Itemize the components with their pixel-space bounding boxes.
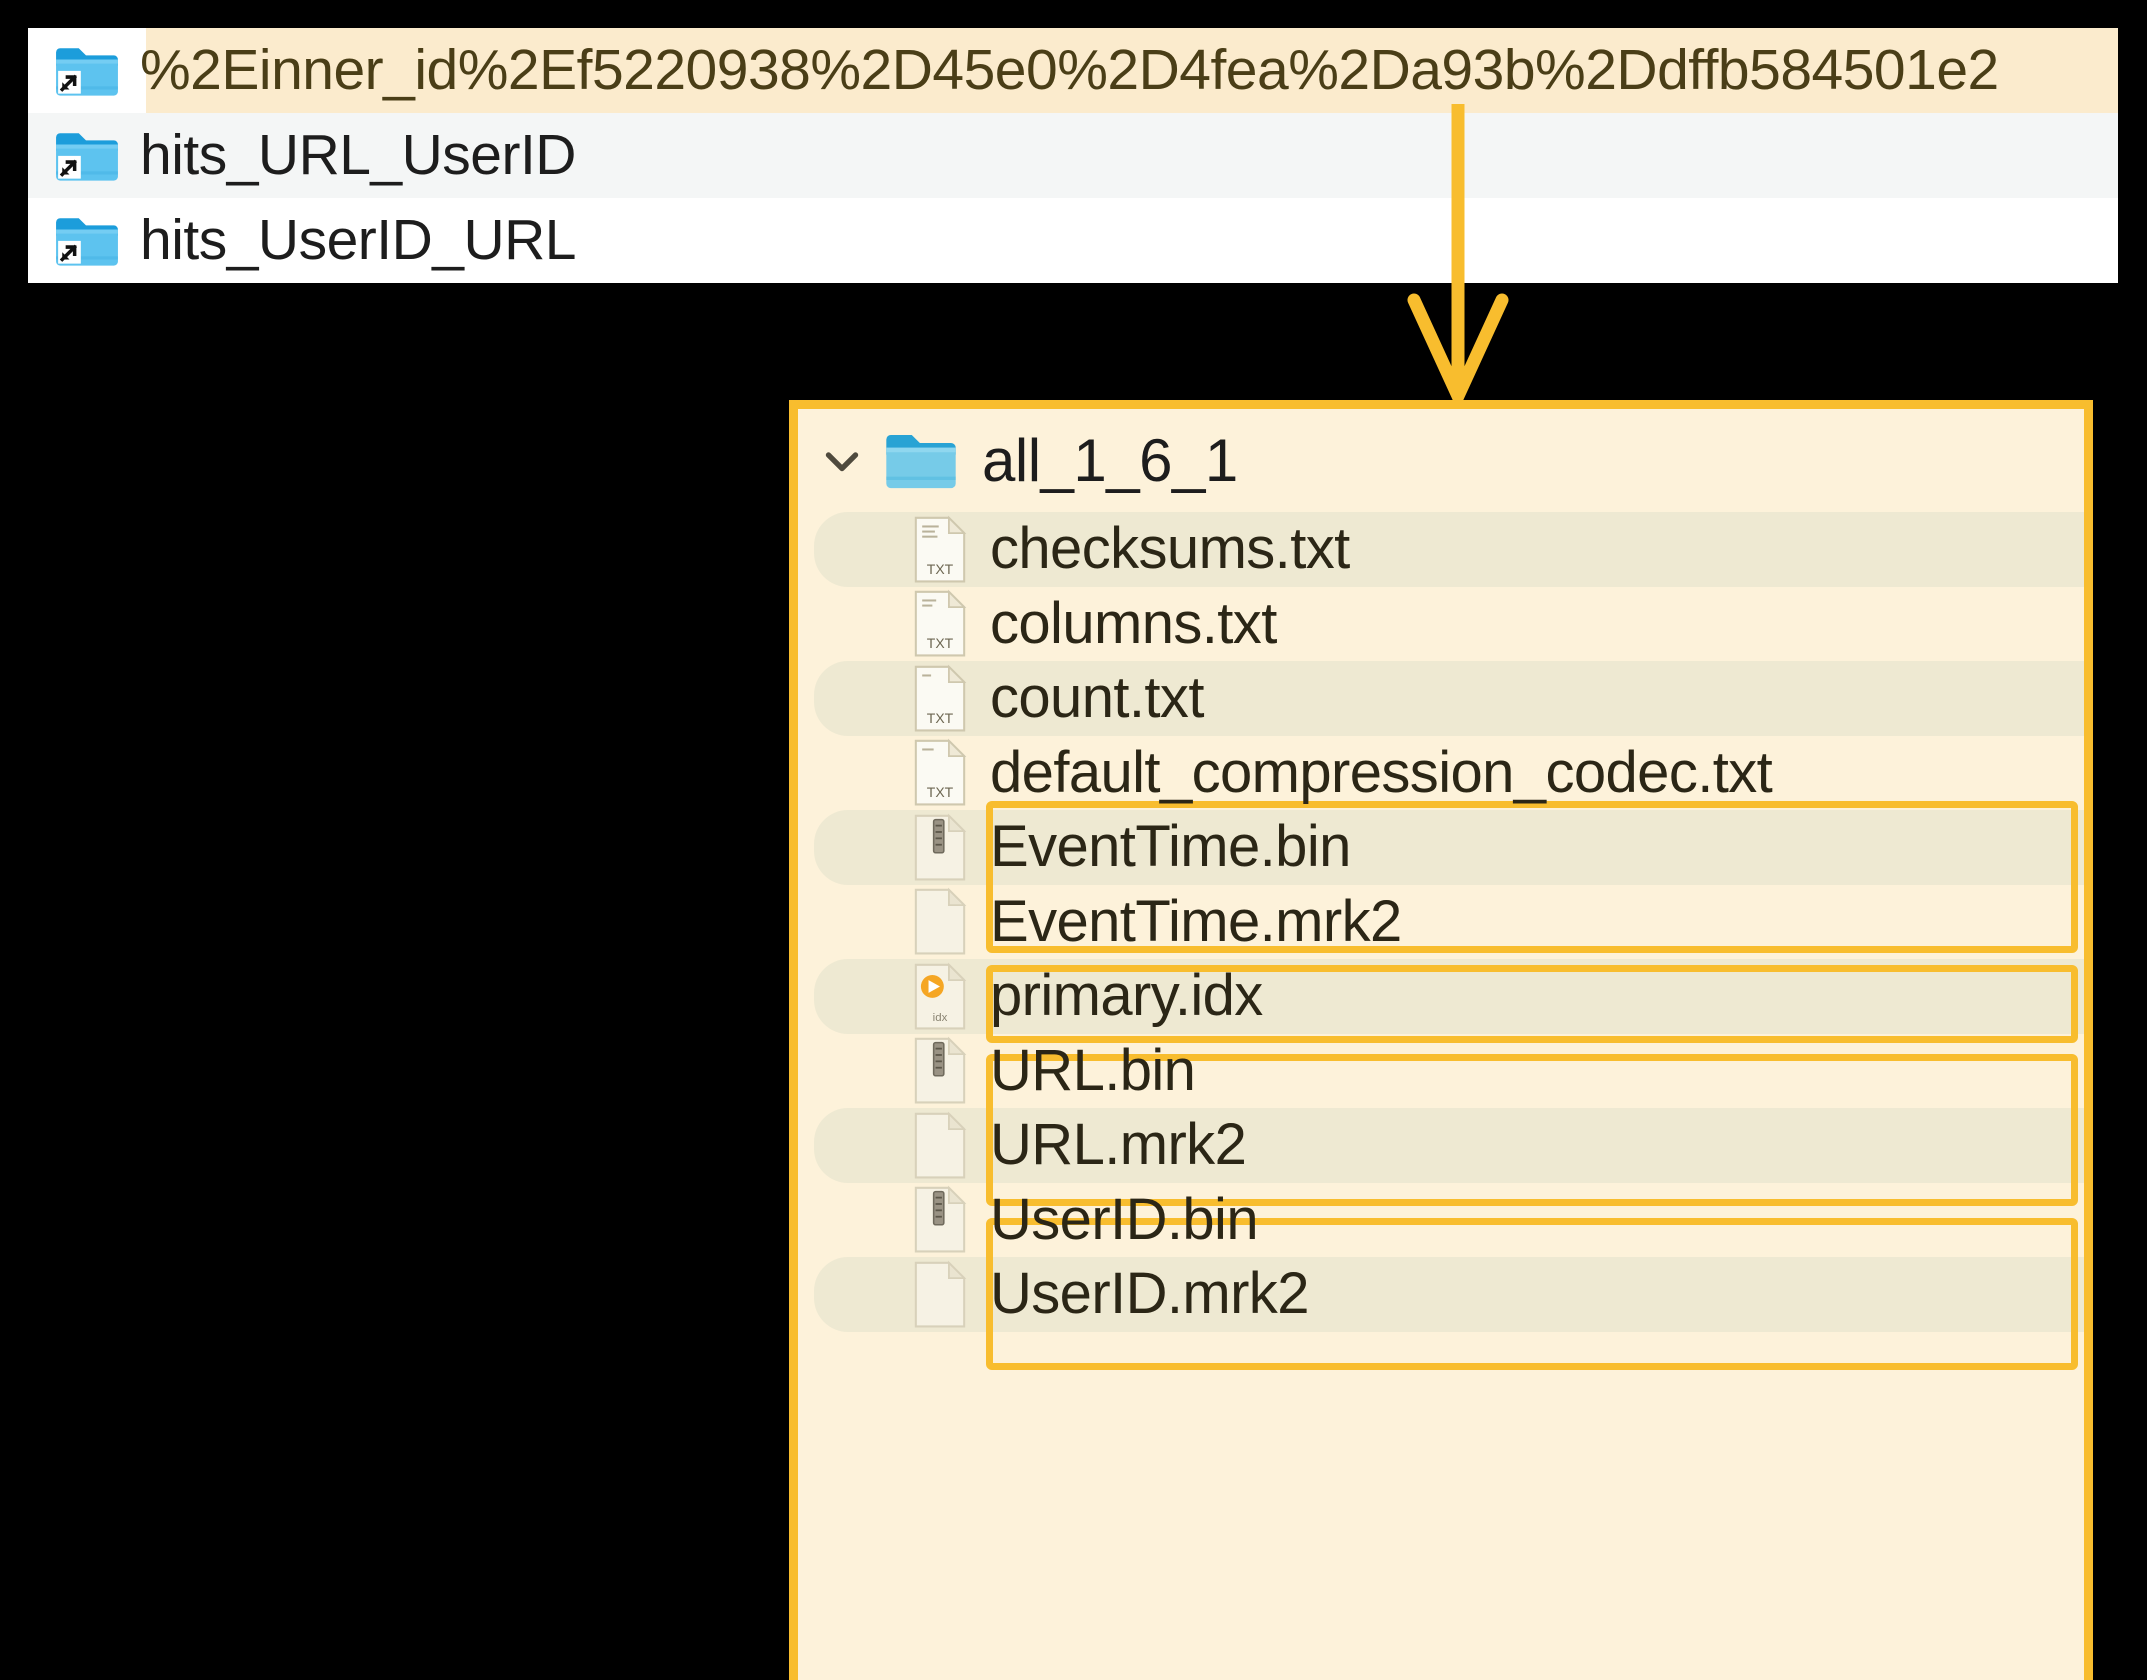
row-background (814, 1257, 2084, 1332)
file-row[interactable]: EventTime.bin (798, 810, 2084, 885)
bin-file-icon (914, 813, 967, 881)
file-name: URL.mrk2 (990, 1112, 1247, 1178)
folder-header-all-1-6-1[interactable]: all_1_6_1 (798, 409, 2084, 512)
file-row[interactable]: URL.bin (798, 1034, 2084, 1109)
folder-list-row-hits-userid-url[interactable]: hits_UserID_URL (28, 198, 2118, 283)
row-highlight-background (146, 28, 2118, 113)
txt-badge-label: TXT (927, 709, 954, 725)
row-background (814, 810, 2084, 885)
row-background (814, 1108, 2084, 1183)
file-row[interactable]: URL.mrk2 (798, 1108, 2084, 1183)
idx-badge-label: idx (933, 1011, 948, 1023)
folder-shortcut-icon (56, 47, 118, 96)
bin-file-icon (914, 1185, 967, 1253)
txt-file-icon: TXT (914, 664, 967, 732)
file-row[interactable]: TXT count.txt (798, 661, 2084, 736)
file-row[interactable]: TXT columns.txt (798, 587, 2084, 662)
folder-list-panel: %2Einner_id%2Ef5220938%2D45e0%2D4fea%2Da… (28, 28, 2118, 283)
folder-name: hits_UserID_URL (140, 208, 576, 272)
txt-file-icon: TXT (914, 589, 967, 657)
file-row[interactable]: idx primary.idx (798, 959, 2084, 1034)
txt-file-icon: TXT (914, 515, 967, 583)
folder-icon (886, 435, 956, 489)
file-name: default_compression_codec.txt (990, 739, 1773, 805)
folder-shortcut-icon (56, 132, 118, 181)
file-name: columns.txt (990, 590, 1277, 656)
file-name: count.txt (990, 665, 1204, 731)
file-name: checksums.txt (990, 516, 1350, 582)
file-name: UserID.mrk2 (990, 1261, 1309, 1327)
part-contents-panel: all_1_6_1 TXT checksums.txt TXT columns.… (789, 400, 2093, 1680)
folder-name: hits_URL_UserID (140, 123, 576, 187)
file-name: URL.bin (990, 1037, 1196, 1103)
file-row[interactable]: UserID.mrk2 (798, 1257, 2084, 1332)
blank-file-icon (914, 1111, 967, 1179)
file-row[interactable]: TXT checksums.txt (798, 512, 2084, 587)
txt-badge-label: TXT (927, 784, 954, 800)
file-name: UserID.bin (990, 1186, 1259, 1252)
folder-name: all_1_6_1 (982, 426, 1238, 494)
bin-file-icon (914, 1036, 967, 1104)
folder-shortcut-icon (56, 217, 118, 266)
file-row[interactable]: EventTime.mrk2 (798, 885, 2084, 960)
file-row[interactable]: TXT default_compression_codec.txt (798, 736, 2084, 811)
folder-list-row-hits-url-userid[interactable]: hits_URL_UserID (28, 113, 2118, 198)
chevron-down-icon[interactable] (818, 437, 866, 485)
row-background (814, 661, 2084, 736)
txt-badge-label: TXT (927, 560, 954, 576)
row-background (814, 512, 2084, 587)
file-row[interactable]: UserID.bin (798, 1183, 2084, 1258)
file-name: primary.idx (990, 963, 1263, 1029)
txt-file-icon: TXT (914, 738, 967, 806)
down-arrow-icon (1407, 104, 1509, 404)
file-name: EventTime.bin (990, 814, 1351, 880)
folder-list-row-inner-id[interactable]: %2Einner_id%2Ef5220938%2D45e0%2D4fea%2Da… (28, 28, 2118, 113)
blank-file-icon (914, 1260, 967, 1328)
blank-file-icon (914, 887, 967, 955)
idx-file-icon: idx (914, 962, 967, 1030)
txt-badge-label: TXT (927, 635, 954, 651)
folder-name: %2Einner_id%2Ef5220938%2D45e0%2D4fea%2Da… (140, 38, 1999, 102)
file-name: EventTime.mrk2 (990, 888, 1402, 954)
